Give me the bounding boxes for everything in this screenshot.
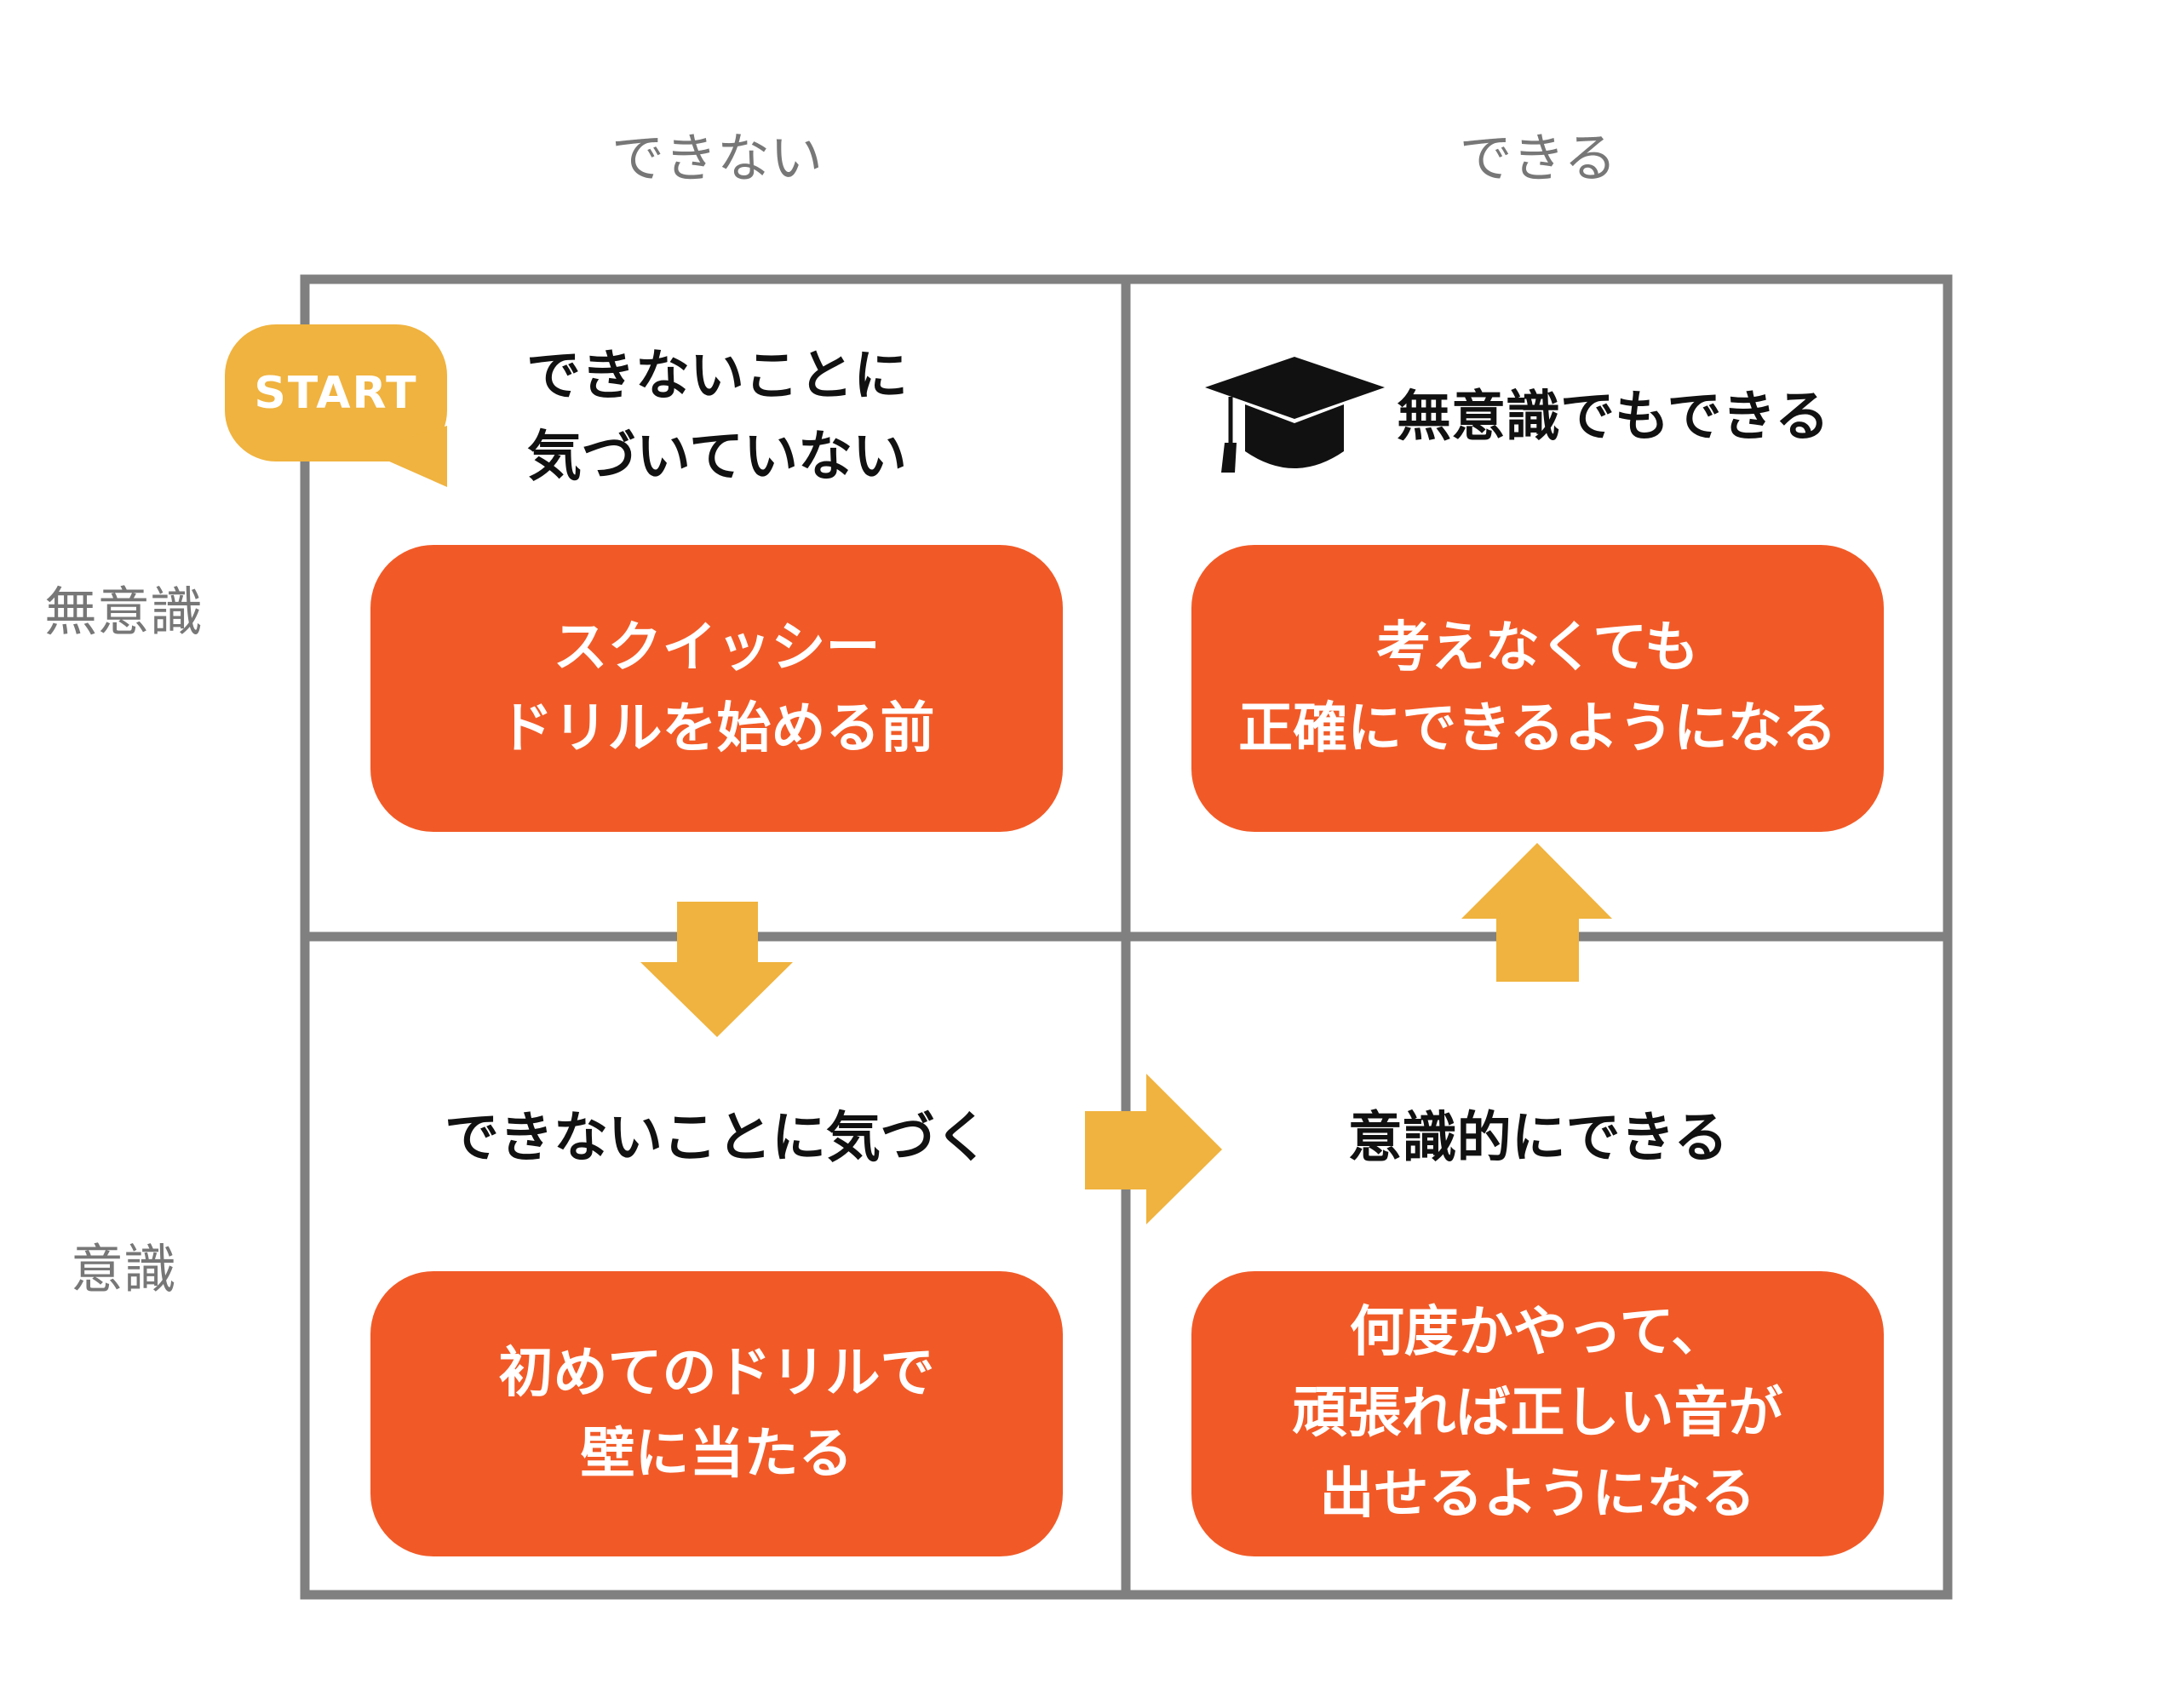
quadrant-box-bottom-right: 何度かやって、 頑張れば正しい音が 出せるようになる [1191, 1271, 1884, 1556]
column-header-can: できる [1459, 127, 1617, 189]
column-header-cannot: できない [611, 127, 823, 189]
quadrant-title-top-right: 無意識でもできる [1397, 377, 1857, 458]
box-line: 正確にできるようになる [1238, 696, 1837, 760]
start-speech-bubble [225, 324, 447, 487]
quadrant-box-top-right: 考えなくても 正確にできるようになる [1191, 545, 1884, 832]
quadrant-title-top-left: できないことに 気づいていない [462, 336, 973, 498]
box-line: 何度かやって、 [1349, 1301, 1726, 1364]
title-line: 無意識でもできる [1397, 386, 1830, 449]
quadrant-box-top-left: スクイッシー ドリルを始める前 [370, 545, 1063, 832]
row-header-conscious: 意識 [70, 1238, 176, 1300]
start-label: START [254, 367, 418, 419]
quadrant-box-bottom-left: 初めてのドリルで 壁に当たる [370, 1271, 1063, 1556]
title-line: 気づいていない [526, 426, 908, 489]
quadrant-title-bottom-left: できないことに気づく [376, 1098, 1058, 1179]
box-line: ドリルを始める前 [498, 696, 935, 760]
box-line: スクイッシー [553, 616, 881, 679]
box-line: 壁に当たる [580, 1422, 853, 1486]
graduation-cap-icon [1205, 357, 1385, 473]
arrow-right-icon [1085, 1074, 1222, 1224]
arrow-up-icon [1461, 843, 1612, 982]
box-line: 初めてのドリルで [498, 1341, 935, 1405]
arrow-down-icon [640, 902, 793, 1037]
row-header-unconscious: 無意識 [43, 581, 203, 643]
title-line: できないことに気づく [445, 1107, 990, 1170]
box-line: 考えなくても [1376, 616, 1699, 679]
title-line: 意識的にできる [1347, 1107, 1729, 1170]
box-line: 出せるようになる [1319, 1463, 1756, 1526]
box-line: 頑張れば正しい音が [1292, 1382, 1783, 1445]
title-line: できないことに [526, 345, 908, 408]
quadrant-title-bottom-right: 意識的にできる [1240, 1098, 1836, 1179]
